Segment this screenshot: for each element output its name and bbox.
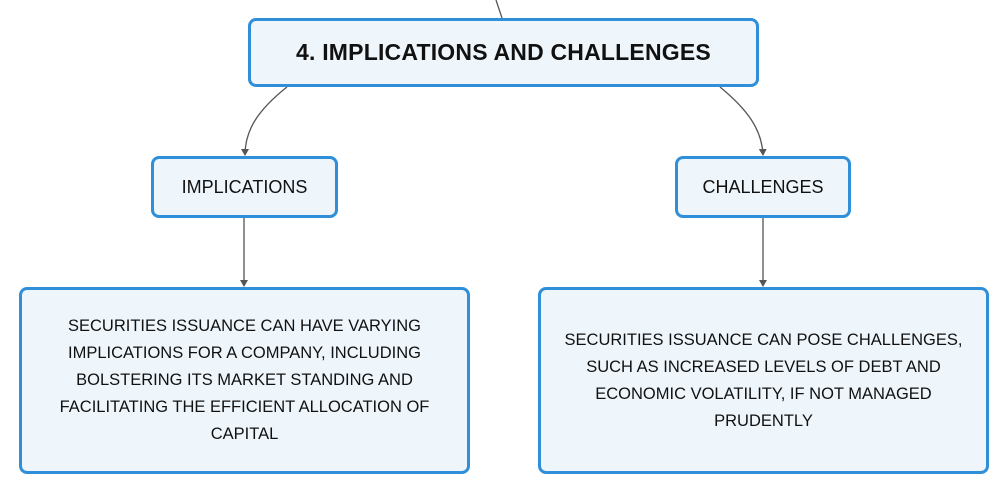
challenges-detail-node[interactable]: SECURITIES ISSUANCE CAN POSE CHALLENGES,… bbox=[538, 287, 989, 474]
root-to-implications-connector bbox=[241, 86, 288, 156]
implications-topic-node[interactable]: IMPLICATIONS bbox=[151, 156, 338, 218]
challenges-topic-label: CHALLENGES bbox=[702, 176, 824, 197]
root-topic-node[interactable]: 4. IMPLICATIONS AND CHALLENGES bbox=[248, 18, 759, 87]
implications-detail-node[interactable]: SECURITIES ISSUANCE CAN HAVE VARYING IMP… bbox=[19, 287, 470, 474]
challenges-detail-text: SECURITIES ISSUANCE CAN POSE CHALLENGES,… bbox=[564, 330, 963, 430]
root-to-challenges-connector bbox=[719, 86, 767, 156]
root-topic-label: 4. IMPLICATIONS AND CHALLENGES bbox=[296, 39, 711, 65]
implications-topic-label: IMPLICATIONS bbox=[181, 176, 308, 197]
parent-connector bbox=[495, 0, 503, 19]
implications-detail-text: SECURITIES ISSUANCE CAN HAVE VARYING IMP… bbox=[59, 317, 430, 443]
challenges-topic-node[interactable]: CHALLENGES bbox=[675, 156, 851, 218]
